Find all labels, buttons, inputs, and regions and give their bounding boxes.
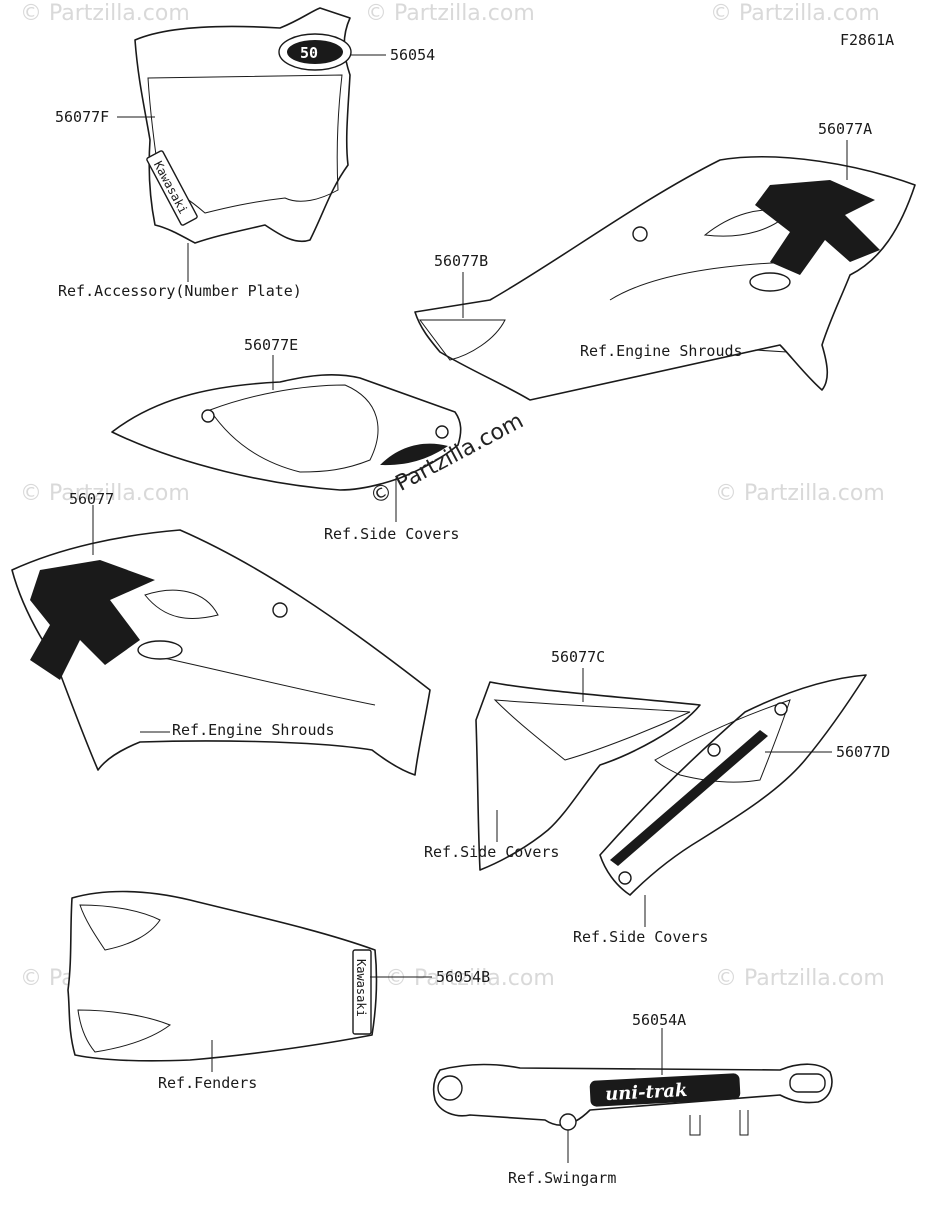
- side-cover-left: [475, 681, 701, 871]
- fender-window-lower: [77, 1009, 172, 1053]
- shroud-right-window: [419, 319, 506, 361]
- label-56054A: 56054A: [632, 1011, 686, 1029]
- decal-50-number: 50: [300, 44, 318, 62]
- swingarm-brackets: [689, 1110, 749, 1136]
- side-cover-top: [111, 374, 462, 491]
- watermark: © Partzilla.com: [710, 1, 880, 26]
- label-56077A: 56077A: [818, 120, 872, 138]
- kx-graphic-right: [755, 180, 880, 275]
- side-cover-right-panel: [654, 699, 791, 783]
- ref-swingarm: Ref.Swingarm: [508, 1169, 616, 1187]
- label-56077E: 56077E: [244, 336, 298, 354]
- label-56054: 56054: [390, 46, 435, 64]
- label-56077C: 56077C: [551, 648, 605, 666]
- swingarm-pivot: [437, 1075, 463, 1101]
- engine-shroud-right: [414, 156, 916, 401]
- side-cover-top-panel: [209, 384, 379, 473]
- side-cover-left-outline: [475, 681, 701, 871]
- label-56077B: 56077B: [434, 252, 488, 270]
- shroud-left-model-badge: [137, 640, 183, 660]
- ref-fenders: Ref.Fenders: [158, 1074, 257, 1092]
- ref-side-covers-left: Ref.Side Covers: [424, 843, 559, 861]
- side-cover-top-outline: [111, 374, 462, 491]
- svg-text:uni-trak: uni-trak: [605, 1080, 688, 1105]
- swingarm-axle-slot: [789, 1073, 826, 1093]
- side-cover-right-outline: [599, 674, 867, 896]
- ref-side-covers-top: Ref.Side Covers: [324, 525, 459, 543]
- shroud-left-vent: [144, 589, 219, 619]
- shroud-left-crease: [149, 654, 376, 706]
- ref-side-covers-right: Ref.Side Covers: [573, 928, 708, 946]
- kawasaki-logo-fender: Kawasaki: [352, 949, 372, 1035]
- watermark: © Partzilla.com: [20, 481, 190, 506]
- label-56077D: 56077D: [836, 743, 890, 761]
- unitrak-decal: uni-trak: [589, 1073, 741, 1107]
- label-56077F: 56077F: [55, 108, 109, 126]
- number-plate: Kawasaki 50: [134, 7, 352, 244]
- shroud-right-bolt: [632, 226, 648, 242]
- kx-graphic-left: [30, 560, 155, 680]
- side-cover-right-stripe: [610, 730, 768, 866]
- fender-outline: [67, 890, 378, 1062]
- watermark: © Partzilla.com: [715, 481, 885, 506]
- side-cover-right-bolt: [774, 702, 788, 716]
- watermark: © Partzilla.com: [715, 966, 885, 991]
- ref-engine-shrouds-right: Ref.Engine Shrouds: [580, 342, 743, 360]
- watermark: © Partzilla.com: [385, 966, 555, 991]
- figure-code: F2861A: [840, 31, 894, 49]
- engine-shroud-left: [11, 529, 431, 776]
- svg-text:Kawasaki: Kawasaki: [354, 959, 368, 1017]
- side-cover-right-bolt: [707, 743, 721, 757]
- side-cover-top-stripe: [380, 443, 448, 466]
- shroud-left-bolt: [272, 602, 288, 618]
- swingarm: uni-trak: [432, 1063, 833, 1136]
- side-cover-left-panel: [493, 699, 691, 761]
- side-cover-right-bolt: [618, 871, 632, 885]
- decal-50-oval-inner: [287, 40, 343, 64]
- side-cover-top-bolt: [201, 409, 215, 423]
- side-cover-right: [599, 674, 867, 896]
- ref-number-plate: Ref.Accessory(Number Plate): [58, 282, 302, 300]
- label-56077: 56077: [69, 490, 114, 508]
- watermark: © Partzilla.com: [365, 1, 535, 26]
- shroud-right-model-badge: [749, 272, 791, 292]
- side-cover-top-bolt: [435, 425, 449, 439]
- watermark: © Partzilla.com: [20, 1, 190, 26]
- ref-engine-shrouds-left: Ref.Engine Shrouds: [172, 721, 335, 739]
- swingarm-lower-bolt: [559, 1113, 577, 1131]
- shroud-right-crease: [609, 261, 791, 301]
- fender-window-upper: [79, 904, 161, 951]
- rear-fender: Kawasaki: [67, 890, 378, 1062]
- leader-shroud-right: [754, 349, 788, 353]
- label-56054B: 56054B: [436, 968, 490, 986]
